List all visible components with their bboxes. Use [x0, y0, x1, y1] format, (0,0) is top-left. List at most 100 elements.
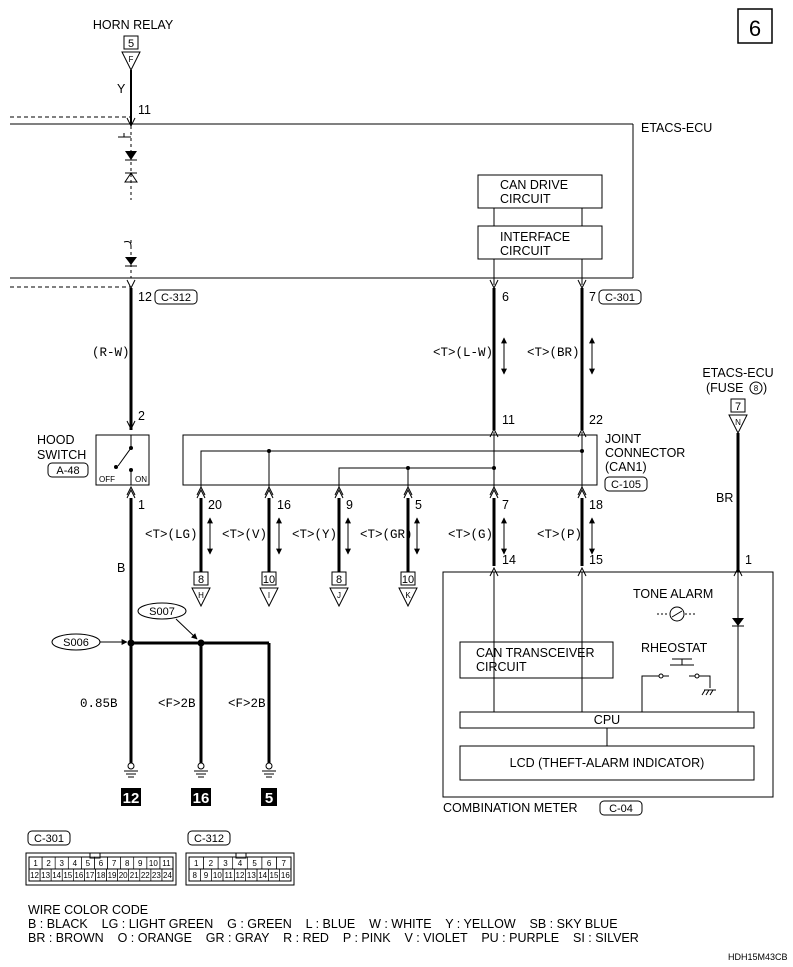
svg-text:10: 10	[402, 574, 414, 586]
svg-text:8: 8	[336, 574, 342, 586]
connector-pin-label: 2	[209, 859, 214, 868]
svg-text:C-301: C-301	[34, 833, 64, 845]
svg-text:CIRCUIT: CIRCUIT	[500, 244, 551, 258]
svg-text:10: 10	[263, 574, 275, 586]
connector-pin-label: 15	[63, 871, 72, 880]
svg-text:6: 6	[749, 16, 761, 41]
svg-text:11: 11	[138, 103, 151, 117]
etacs-ecu: ETACS-ECU CAN DRIVE CIRCUIT INTERFACE CI…	[10, 116, 712, 305]
connector-pin-label: 19	[108, 871, 117, 880]
svg-text:16: 16	[277, 498, 291, 512]
connector-pin-label: 8	[192, 871, 197, 880]
svg-text:20: 20	[208, 498, 222, 512]
svg-text:BR: BR	[716, 491, 733, 505]
svg-text:S007: S007	[149, 606, 175, 618]
connector-pin-label: 14	[258, 871, 267, 880]
wire-color-code: WIRE COLOR CODE B : BLACK LG : LIGHT GRE…	[28, 903, 639, 945]
svg-text:11: 11	[502, 413, 515, 427]
connector-pin-label: 18	[97, 871, 106, 880]
ground-network: B S006 S007 0.85B <F>2B <F>2B	[51, 498, 271, 763]
svg-text:6: 6	[502, 290, 509, 304]
svg-text:LCD (THEFT-ALARM INDICATOR): LCD (THEFT-ALARM INDICATOR)	[510, 756, 705, 770]
connector-pin-label: 1	[194, 859, 199, 868]
connector-pin-label: 16	[281, 871, 290, 880]
svg-text:<T>(LG): <T>(LG)	[145, 528, 198, 542]
svg-text:(FUSE: (FUSE	[706, 381, 744, 395]
svg-text:J: J	[337, 591, 341, 600]
ground-symbol-5: 5	[261, 762, 277, 807]
connector-pin-label: 14	[52, 871, 61, 880]
connector-pin-label: 3	[223, 859, 228, 868]
fuse-source: ETACS-ECU (FUSE 8 ) 7 N	[702, 366, 774, 435]
connector-pin-label: 13	[247, 871, 256, 880]
document-id: HDH15M43CB	[728, 952, 788, 962]
connector-pin-cell	[161, 868, 174, 882]
connector-pin-label: 6	[267, 859, 272, 868]
connector-pin-label: 7	[112, 859, 117, 868]
svg-text:<F>2B: <F>2B	[228, 697, 266, 711]
svg-text:5: 5	[415, 498, 422, 512]
svg-text:15: 15	[589, 553, 603, 567]
connector-pin-label: 12	[30, 871, 39, 880]
svg-text:2: 2	[138, 409, 145, 423]
svg-text:ETACS-ECU: ETACS-ECU	[702, 366, 773, 380]
svg-text:C-105: C-105	[611, 479, 641, 491]
svg-text:K: K	[405, 591, 411, 600]
svg-text:5: 5	[128, 38, 134, 50]
page-number: 6	[737, 8, 773, 44]
connector-pin-label: 1	[33, 859, 38, 868]
svg-text:COMBINATION METER: COMBINATION METER	[443, 801, 578, 815]
svg-text:7: 7	[589, 290, 596, 304]
svg-text:CAN TRANSCEIVER: CAN TRANSCEIVER	[476, 646, 595, 660]
svg-text:12: 12	[138, 290, 152, 304]
svg-text:C-301: C-301	[605, 292, 635, 304]
svg-text:RHEOSTAT: RHEOSTAT	[641, 641, 708, 655]
svg-text:TONE ALARM: TONE ALARM	[633, 587, 713, 601]
buzzer-icon	[657, 606, 697, 622]
svg-text:8: 8	[198, 574, 204, 586]
svg-text:<T>(BR): <T>(BR)	[527, 346, 580, 360]
connector-pin-label: 13	[41, 871, 50, 880]
connector-pin-label: 24	[163, 871, 172, 880]
connector-pin-label: 9	[204, 871, 209, 880]
svg-text:<T>(Y): <T>(Y)	[292, 528, 337, 542]
svg-text:12: 12	[123, 790, 140, 807]
horn-relay: HORN RELAY 5 F Y 11	[93, 18, 174, 117]
connector-pin-label: 6	[99, 859, 104, 868]
connector-pin-label: 10	[149, 859, 158, 868]
connector-pin-label: 7	[281, 859, 286, 868]
connector-pin-label: 11	[225, 871, 234, 880]
svg-text:1: 1	[138, 498, 145, 512]
connector-pin-label: 22	[141, 871, 150, 880]
svg-text:1: 1	[745, 553, 752, 567]
svg-text:BR : BROWN O : ORANGE GR: BR : BROWN O : ORANGE GR : GRAY R : RED …	[28, 931, 639, 945]
svg-text:S006: S006	[63, 637, 89, 649]
svg-text:<T>(P): <T>(P)	[537, 528, 582, 542]
hood-switch: 2 HOOD SWITCH A-48 OFF ON 1	[37, 409, 150, 512]
connector-pin-label: 4	[238, 859, 243, 868]
svg-text:<F>2B: <F>2B	[158, 697, 196, 711]
rheostat-switch-icon	[641, 658, 716, 712]
svg-text:ON: ON	[135, 475, 147, 484]
svg-text:JOINT: JOINT	[605, 432, 641, 446]
joint-connector: JOINT CONNECTOR (CAN1) C-105	[182, 432, 685, 492]
svg-text:(R-W): (R-W)	[92, 346, 130, 360]
svg-text:OFF: OFF	[99, 475, 115, 484]
svg-text:ETACS-ECU: ETACS-ECU	[641, 121, 712, 135]
connector-pin-label: 12	[236, 871, 245, 880]
connector-pin-label: 9	[138, 859, 143, 868]
svg-text:22: 22	[589, 413, 603, 427]
connector-pin-label: 17	[85, 871, 94, 880]
svg-text:C-312: C-312	[161, 292, 191, 304]
drop-terminal-i: 10 I	[259, 571, 279, 608]
connector-pin-label: 10	[213, 871, 222, 880]
svg-text:<T>(V): <T>(V)	[222, 528, 267, 542]
connector-pin-cell	[279, 868, 292, 882]
ground-symbol-12: 12	[121, 762, 141, 807]
svg-text:N: N	[735, 418, 741, 427]
svg-text:C-312: C-312	[194, 833, 224, 845]
svg-text:A-48: A-48	[56, 465, 79, 477]
connector-pin-label: 2	[46, 859, 51, 868]
